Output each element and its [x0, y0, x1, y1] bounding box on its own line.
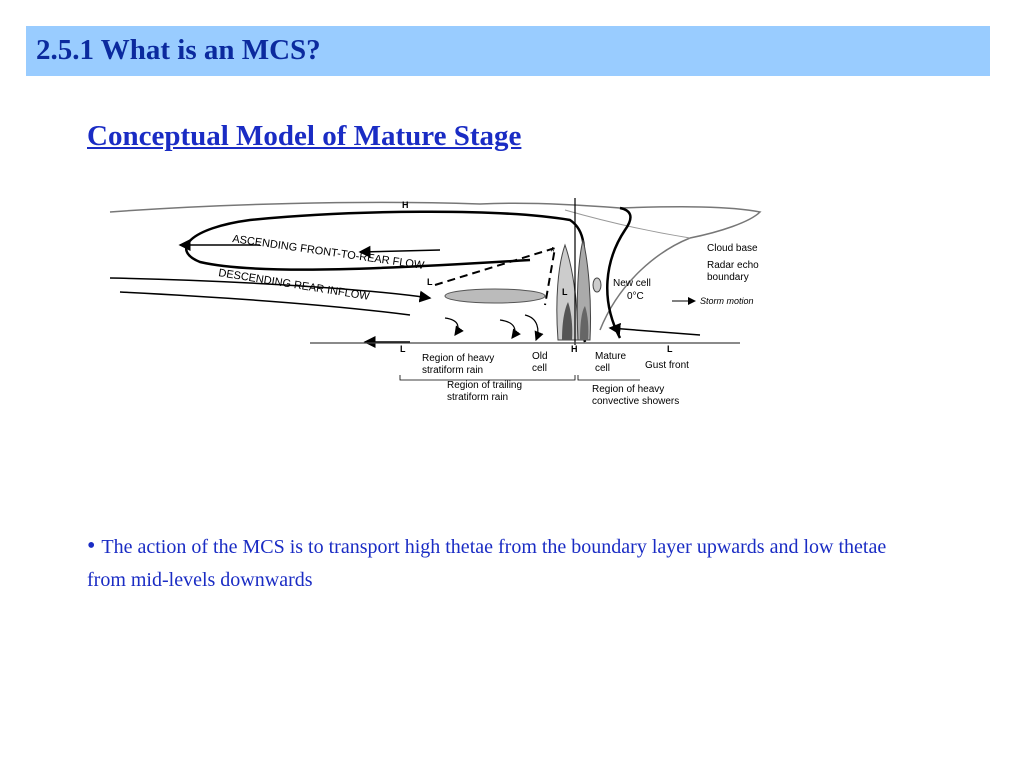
radar-echo-boundary	[564, 209, 691, 239]
heavy-core-2	[580, 306, 589, 340]
label-storm-motion: Storm motion	[700, 296, 754, 306]
label-heavy-strat-1: Region of heavy	[422, 353, 494, 364]
label-mature-cell-2: cell	[595, 363, 610, 374]
label-l-mid: L	[427, 277, 433, 287]
label-l-core: L	[562, 287, 568, 297]
rear-inflow-line	[109, 277, 432, 303]
label-star: *	[550, 244, 555, 259]
label-ascending-flow: ASCENDING FRONT-TO-REAR FLOW	[232, 233, 426, 272]
stratiform-bright-band	[444, 288, 546, 304]
mature-cell-echo	[576, 239, 592, 341]
bracket-convective	[577, 375, 640, 381]
slide-title: 2.5.1 What is an MCS?	[36, 34, 321, 66]
downdraft-arrow-1	[444, 317, 464, 336]
label-trailing-2: stratiform rain	[447, 392, 508, 403]
updraft-curve-right	[606, 206, 632, 339]
downdraft-arrow-2	[499, 319, 521, 339]
dashed-trajectory	[434, 246, 557, 306]
label-trailing-1: Region of trailing	[447, 380, 522, 391]
label-heavy-strat-2: stratiform rain	[422, 365, 483, 376]
new-cell-echo	[592, 277, 602, 293]
label-radar-echo-1: Radar echo	[707, 260, 759, 271]
ascending-flow-line	[185, 210, 587, 343]
heavy-core-1	[562, 302, 573, 340]
label-descending-flow: DESCENDING REAR INFLOW	[218, 267, 371, 303]
label-zero-c: 0°C	[627, 291, 644, 302]
label-h-top: H	[402, 200, 409, 210]
label-convective-2: convective showers	[592, 396, 679, 407]
label-old-cell-2: cell	[532, 363, 547, 374]
label-h-bottom: H	[571, 344, 578, 354]
label-l-left: L	[400, 344, 406, 354]
downdraft-arrow-3	[524, 314, 544, 342]
rear-inflow-lower	[119, 291, 411, 316]
label-new-cell: New cell	[613, 278, 651, 289]
flow-arrow-2	[358, 245, 441, 258]
label-gust-front: Gust front	[645, 360, 689, 371]
cloud-anvil-outline	[109, 201, 762, 331]
bullet-marker: •	[87, 533, 96, 559]
label-radar-echo-2: boundary	[707, 272, 749, 283]
bracket-trailing	[399, 375, 576, 381]
right-inflow	[608, 322, 701, 336]
label-l-right: L	[667, 344, 673, 354]
label-cloud-base: Cloud base	[707, 243, 758, 254]
label-mature-cell-1: Mature	[595, 351, 627, 362]
title-bar: 2.5.1 What is an MCS?	[26, 26, 990, 76]
bullet-text: The action of the MCS is to transport hi…	[87, 536, 887, 591]
label-convective-1: Region of heavy	[592, 384, 664, 395]
label-old-cell-1: Old	[532, 351, 548, 362]
bullet-point: •The action of the MCS is to transport h…	[87, 530, 907, 597]
mcs-conceptual-diagram: ASCENDING FRONT-TO-REAR FLOW DESCENDING …	[109, 198, 762, 407]
slide-subtitle: Conceptual Model of Mature Stage	[87, 120, 522, 152]
